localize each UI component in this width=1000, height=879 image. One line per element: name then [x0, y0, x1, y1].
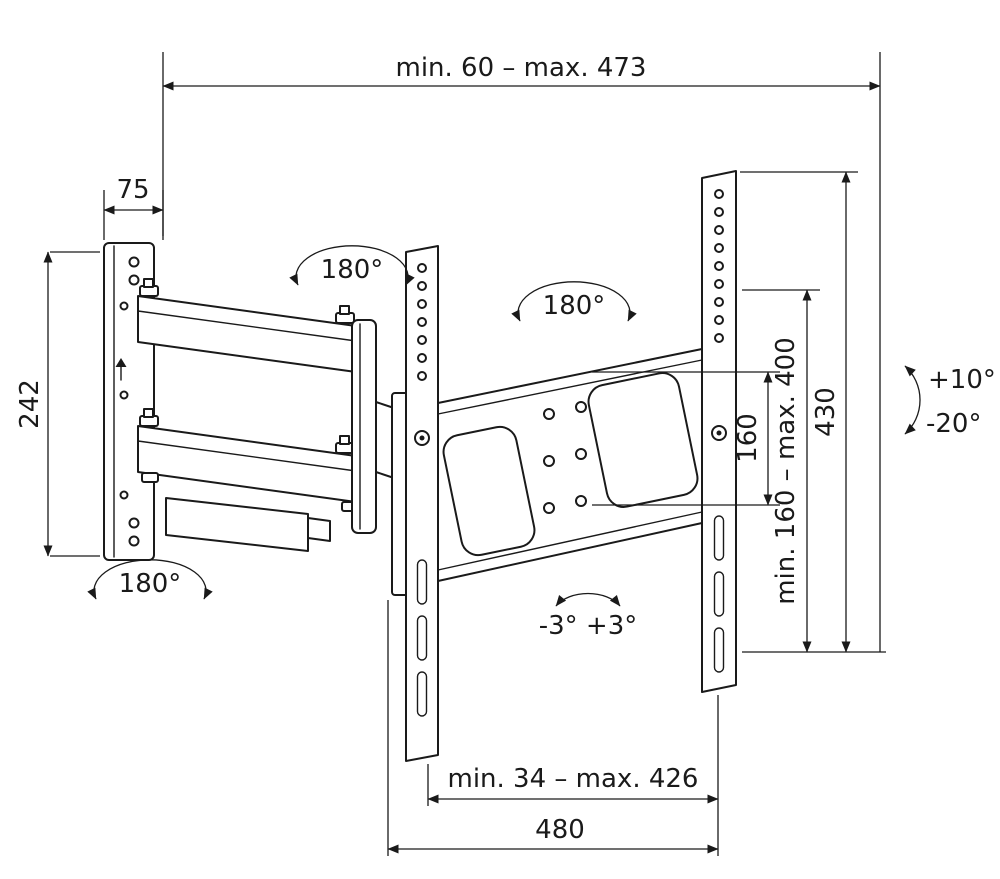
label-vesa-vertical-range: min. 160 – max. 400	[771, 337, 801, 605]
upper-arm	[137, 278, 357, 373]
dim-bracket-height: 430	[740, 171, 858, 653]
bracket-left-rail	[405, 245, 439, 762]
label-tilt-down: -20°	[926, 409, 981, 439]
right-rail-bolt	[711, 425, 727, 441]
angle-swivel-top: 180°	[289, 245, 415, 286]
left-cutout	[442, 425, 536, 557]
label-swivel-bottom: 180°	[119, 569, 182, 599]
up-arrow-mark	[115, 358, 127, 381]
label-bottom-width: 480	[535, 815, 585, 845]
dim-wall-plate-width: 75	[103, 175, 164, 240]
vesa-holes	[543, 401, 587, 514]
dim-hole-spacing: 160	[592, 371, 780, 506]
bracket-right-rail	[701, 170, 737, 693]
dim-vesa-vertical-range: min. 160 – max. 400	[742, 289, 886, 653]
arm-cover-box	[165, 497, 331, 552]
right-cutout	[587, 372, 699, 508]
label-swivel-middle: 180°	[543, 291, 606, 321]
angle-swivel-bottom: 180°	[87, 559, 213, 600]
lower-arm	[137, 408, 359, 512]
label-swivel-top: 180°	[321, 255, 384, 285]
label-level-adjust: -3° +3°	[539, 611, 638, 641]
dim-wall-plate-height: 242	[15, 251, 100, 557]
bracket-center-band	[437, 348, 703, 582]
arm-connector	[351, 319, 377, 534]
label-bottom-span: min. 34 – max. 426	[448, 764, 699, 794]
angle-level-adjust: -3° +3°	[539, 592, 638, 641]
label-top-span: min. 60 – max. 473	[396, 53, 647, 83]
dim-bottom-span: min. 34 – max. 426	[427, 695, 719, 856]
angle-swivel-middle: 180°	[511, 281, 637, 322]
dim-bottom-width: 480	[387, 600, 719, 856]
label-tilt-up: +10°	[928, 365, 996, 395]
dim-top-span: min. 60 – max. 473	[162, 52, 881, 652]
label-hole-spacing: 160	[733, 413, 763, 463]
label-wall-plate-height: 242	[15, 379, 45, 429]
angle-tilt: +10° -20°	[904, 365, 996, 439]
label-bracket-height: 430	[811, 387, 841, 437]
label-wall-plate-width: 75	[116, 175, 149, 205]
left-rail-bolt	[414, 430, 430, 446]
